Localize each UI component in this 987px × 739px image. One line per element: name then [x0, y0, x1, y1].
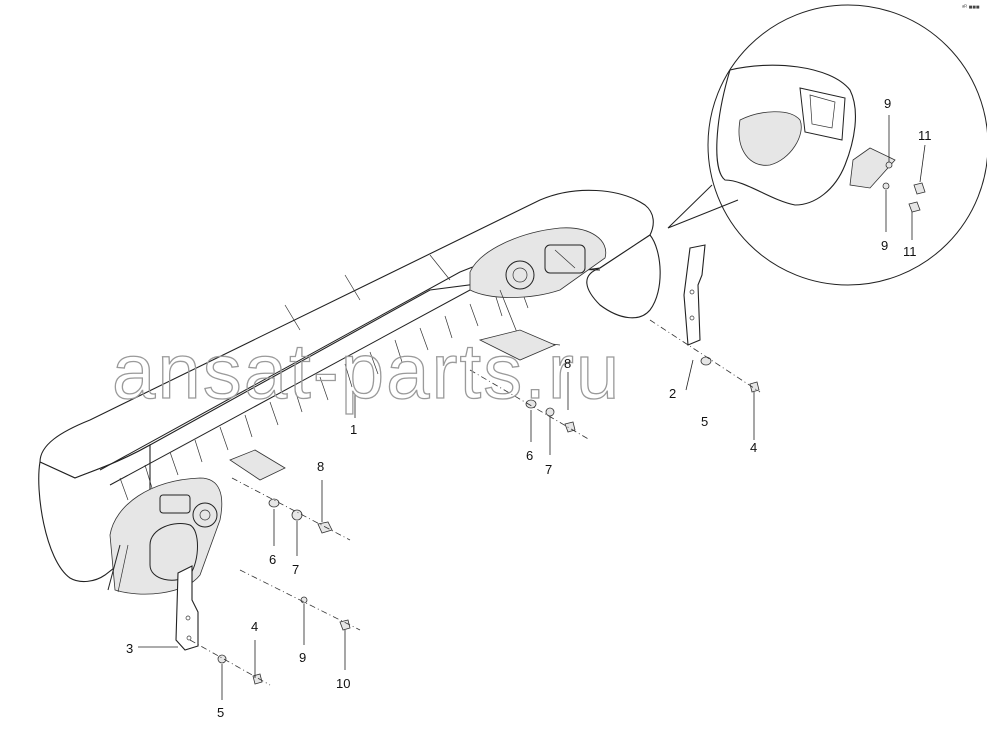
callout-3: 3	[126, 641, 133, 656]
bumper-assembly	[38, 189, 661, 595]
callout-9-left: 9	[299, 650, 306, 665]
watermark: ansat-parts.ru	[112, 327, 621, 415]
callout-4-right: 4	[750, 440, 757, 455]
callout-9-detail-top: 9	[884, 96, 891, 111]
callout-9-detail-bottom: 9	[881, 238, 888, 253]
callout-4-left: 4	[251, 619, 258, 634]
bumper-right-end	[586, 234, 661, 319]
right-lamp-housing	[469, 227, 607, 361]
bracket-right	[683, 244, 706, 346]
corner-mark: ᵃᴿ ■■■	[962, 4, 980, 11]
bumper-ribs	[119, 285, 529, 501]
callout-6-right: 6	[526, 448, 533, 463]
callout-11-detail-bottom: 11	[903, 244, 917, 259]
callout-7-right: 7	[545, 462, 552, 477]
mounting-plate-left	[229, 449, 286, 481]
fasteners	[217, 356, 760, 685]
callout-1: 1	[350, 422, 357, 437]
callout-7-left: 7	[292, 562, 299, 577]
callout-8-left: 8	[317, 459, 324, 474]
callout-5-left: 5	[217, 705, 224, 720]
callout-5-right: 5	[701, 414, 708, 429]
callout-11-detail-top: 11	[918, 128, 932, 143]
callout-6-left: 6	[269, 552, 276, 567]
callout-2: 2	[669, 386, 676, 401]
callout-10: 10	[336, 676, 350, 691]
bracket-left	[175, 565, 199, 651]
left-lamp-housing	[107, 477, 223, 595]
leader-lines	[138, 115, 926, 700]
detail-view	[667, 4, 987, 286]
callout-8-right: 8	[564, 356, 571, 371]
